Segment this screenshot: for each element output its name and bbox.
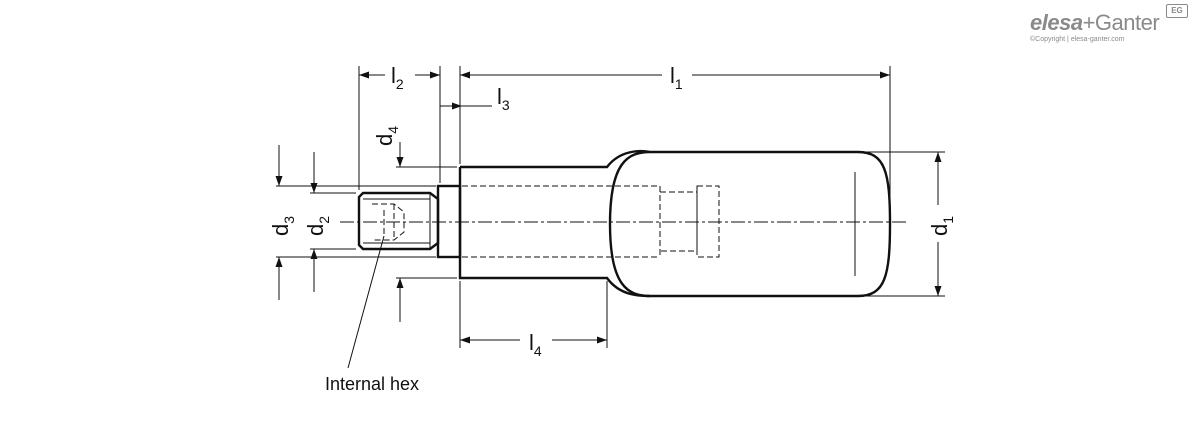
logo-part-elesa: elesa [1030, 10, 1083, 35]
label-l2: l2 [391, 63, 404, 92]
internal-hex-hidden [372, 203, 405, 241]
logo-wordmark: elesa+Ganter [1030, 10, 1160, 36]
grip-knob [608, 150, 892, 298]
internal-hex-leader [347, 235, 385, 369]
label-d1: d1 [927, 216, 956, 236]
part-outline [357, 149, 892, 298]
eg-badge: EG [1166, 4, 1188, 18]
threaded-stud [357, 191, 440, 251]
label-d4: d4 [372, 126, 401, 146]
dimension-lines [275, 71, 942, 344]
label-internal-hex: Internal hex [325, 374, 419, 394]
label-d2: d2 [303, 216, 332, 236]
label-d3: d3 [268, 216, 297, 236]
dimension-labels: l2 l1 l3 l4 d4 d3 d2 d1 Internal hex [268, 63, 956, 394]
label-l4: l4 [529, 330, 542, 359]
label-l1: l1 [670, 63, 683, 92]
logo-copyright: ©Copyright | elesa-ganter.com [1030, 36, 1125, 43]
extension-lines [276, 66, 945, 348]
elesa-ganter-logo: elesa+Ganter EG ©Copyright | elesa-gante… [1030, 4, 1190, 50]
shank [458, 149, 651, 298]
label-l3: l3 [497, 84, 510, 113]
logo-part-ganter: +Ganter [1082, 10, 1160, 35]
